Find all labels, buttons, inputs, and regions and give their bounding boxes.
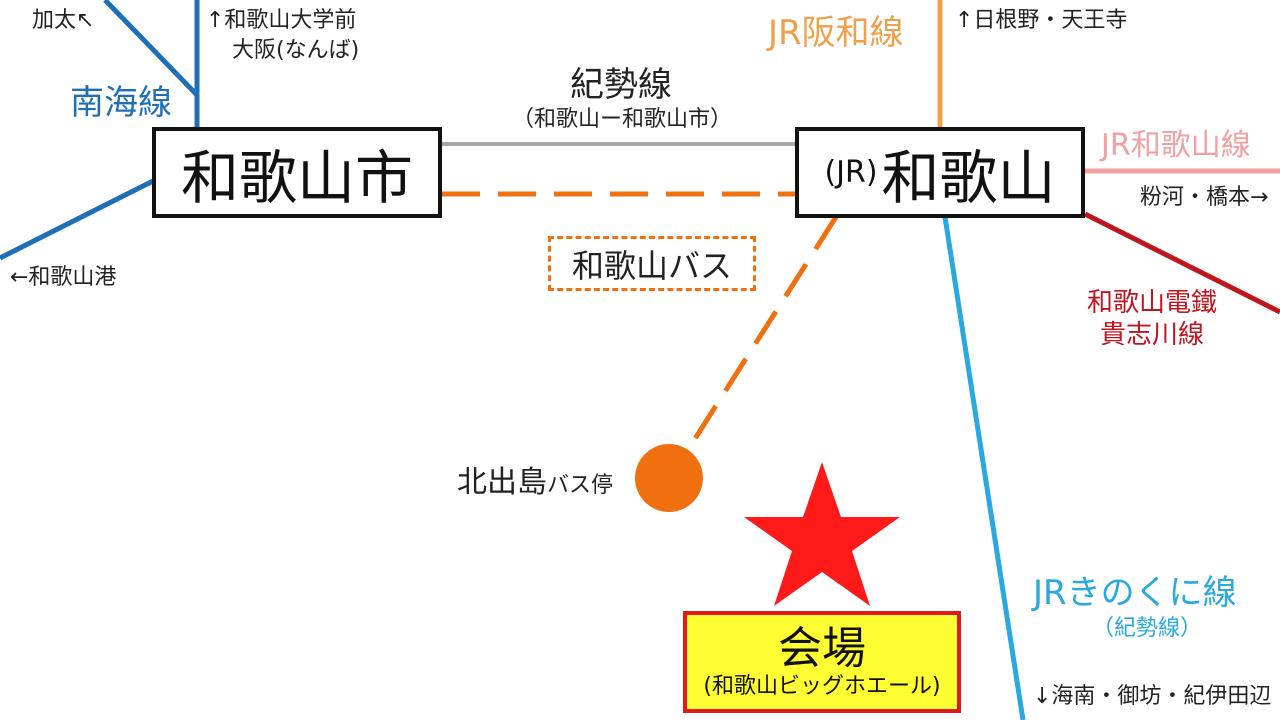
bus-route-stop: [681, 215, 839, 458]
direction-kokawa: 粉河・橋本→: [1140, 185, 1269, 210]
direction-hine: ↑日根野・天王寺: [955, 8, 1128, 33]
bus-stop-label: 北出島バス停: [457, 468, 613, 498]
kise-line-label: 紀勢線: [570, 65, 672, 105]
kise-line-sublabel: （和歌山ー和歌山市）: [512, 107, 733, 132]
nankai-line-port: [0, 177, 157, 261]
venue-sublabel: (和歌山ビッグホエール): [703, 674, 941, 700]
kinokuni-line: [942, 216, 1026, 720]
direction-osaka: 大阪(なんば): [232, 38, 360, 63]
bus-stop-name: 北出島: [457, 465, 547, 500]
bus-stop-suffix: バス停: [547, 473, 614, 498]
station-wakayamashi-name: 和歌山市: [180, 143, 413, 212]
kishigawa-line: [1083, 211, 1280, 315]
venue-box: 会場 (和歌山ビッグホエール): [683, 611, 961, 713]
kishigawa-line-label-2: 貴志川線: [1100, 320, 1205, 350]
nankai-line-kada: [103, 0, 199, 97]
bus-route-label-box: 和歌山バス: [548, 236, 756, 291]
kinokuni-line-label: JRきのくに線: [1033, 573, 1237, 613]
station-wakayama-name: 和歌山: [881, 143, 1056, 212]
direction-univ: ↑和歌山大学前: [206, 8, 357, 33]
direction-port: ←和歌山港: [10, 265, 117, 290]
nankai-line-label: 南海線: [70, 83, 172, 123]
kinokuni-line-sublabel: （紀勢線）: [1092, 616, 1203, 641]
kishigawa-line-label-1: 和歌山電鐵: [1087, 288, 1218, 318]
station-wakayama: (JR) 和歌山: [795, 127, 1085, 218]
direction-kada: 加太↖: [32, 8, 95, 33]
direction-kainan: ↓海南・御坊・紀伊田辺: [1033, 684, 1272, 709]
venue-name: 会場: [778, 622, 866, 674]
station-wakayamashi: 和歌山市: [152, 127, 442, 218]
station-wakayama-prefix: (JR): [824, 155, 878, 190]
venue-star-icon: [744, 462, 900, 606]
hanwa-line-label: JR阪和線: [768, 13, 904, 53]
wakayama-line-label: JR和歌山線: [1101, 128, 1251, 163]
bus-route-label: 和歌山バス: [571, 246, 732, 285]
bus-stop-marker: [635, 444, 703, 512]
